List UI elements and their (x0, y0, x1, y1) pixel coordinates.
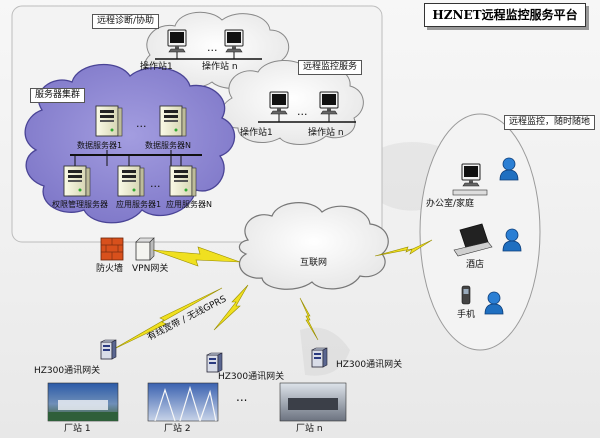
app-server-n-label: 应用服务器N (166, 200, 212, 209)
plant-ellipsis: ... (236, 390, 248, 404)
laptop-icon (453, 223, 493, 257)
remote-diag-label: 远程诊断/协助 (92, 14, 160, 29)
server-rack (63, 105, 202, 197)
app-server-1-label: 应用服务器1 (116, 200, 162, 209)
plant-2-photo (147, 382, 219, 422)
plant-photos (47, 382, 347, 422)
firewall-icon (100, 237, 124, 261)
gateway-3-label: HZ300通讯网关 (336, 360, 403, 370)
mid-ellipsis: ... (297, 105, 308, 118)
remote-monitor-workstations (258, 91, 356, 123)
data-server-ellipsis: ... (136, 117, 147, 130)
plant-n-label: 厂站 n (296, 424, 323, 434)
remote-monitor-cloud (220, 59, 364, 145)
gateway-1-label: HZ300通讯网关 (34, 366, 101, 376)
mobile-phone-icon (461, 285, 471, 305)
plant-1-label: 厂站 1 (64, 424, 91, 434)
auth-server-label: 权限管理服务器 (52, 200, 108, 209)
remote-diag-workstations (155, 29, 262, 60)
office-label: 办公室/家庭 (426, 199, 475, 209)
anytime-label: 远程监控，随时随地 (504, 115, 596, 130)
server-cluster-label: 服务器集群 (30, 88, 86, 103)
remote-monitor-label: 远程监控服务 (298, 60, 363, 75)
office-computer-icon (452, 163, 488, 196)
vpn-gateway-label: VPN网关 (132, 264, 169, 274)
plant-2-label: 厂站 2 (164, 424, 191, 434)
top-ellipsis: ... (207, 41, 218, 54)
firewall-label: 防火墙 (96, 264, 124, 274)
data-server-1-label: 数据服务器1 (77, 141, 123, 150)
top-station-1-label: 操作站1 (140, 62, 173, 72)
gateway-icons (100, 339, 328, 373)
hotel-label: 酒店 (466, 260, 485, 270)
app-server-ellipsis: ... (150, 177, 161, 190)
internet-label: 互联网 (300, 258, 328, 268)
gateway-2-label: HZ300通讯网关 (218, 372, 285, 382)
mid-station-1-label: 操作站1 (240, 128, 273, 138)
mid-station-n-label: 操作站 n (308, 128, 344, 138)
vpn-gateway-icon (135, 237, 155, 261)
platform-title: HZNET远程监控服务平台 (424, 3, 586, 27)
internet-cloud (238, 202, 389, 290)
top-station-n-label: 操作站 n (202, 62, 238, 72)
mobile-label: 手机 (457, 310, 476, 320)
data-server-n-label: 数据服务器N (145, 141, 191, 150)
